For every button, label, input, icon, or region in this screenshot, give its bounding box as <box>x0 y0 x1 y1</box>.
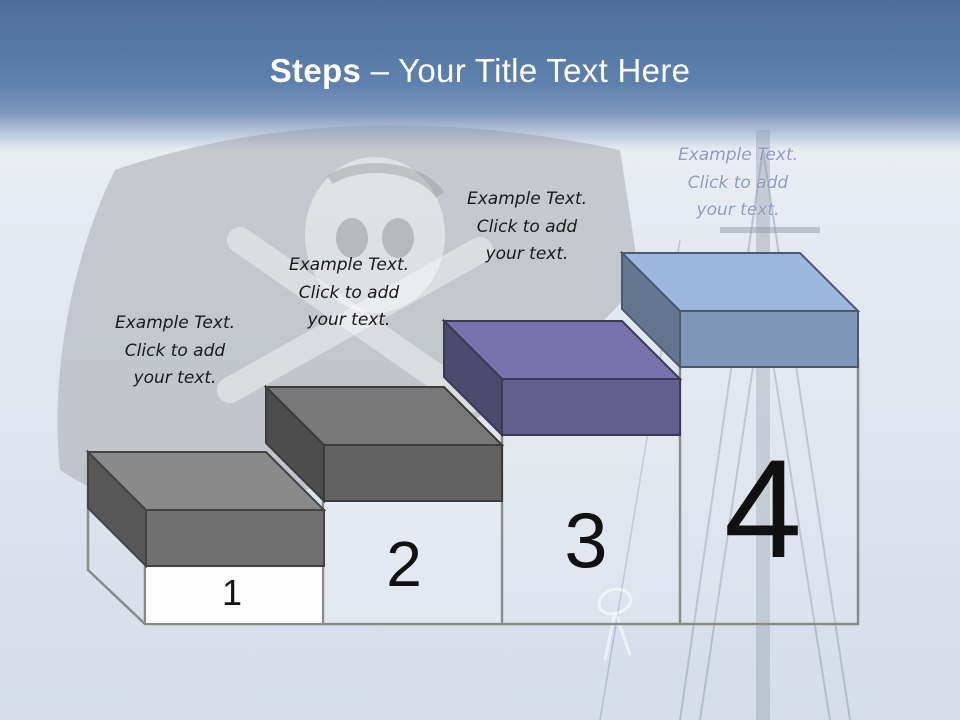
caption-line: Click to add <box>124 340 226 361</box>
step-1-number: 1 <box>222 572 242 613</box>
caption-line: Example Text. <box>114 313 236 333</box>
step-2-number: 2 <box>386 528 422 600</box>
step-faces <box>146 359 857 623</box>
block-front <box>145 509 325 567</box>
caption-line: Example Text. <box>466 189 588 209</box>
step-1-caption[interactable]: Example Text. Click to add your text. <box>100 310 250 393</box>
step-3-block[interactable] <box>441 318 683 438</box>
caption-line: your text. <box>307 310 391 330</box>
caption-line: Click to add <box>687 172 789 193</box>
step-3-caption[interactable]: Example Text. Click to add your text. <box>452 186 602 269</box>
step-2-caption[interactable]: Example Text. Click to add your text. <box>274 252 424 335</box>
step-3-number: 3 <box>564 496 607 584</box>
title-bold: Steps <box>269 52 362 89</box>
step-2-block[interactable] <box>263 384 505 504</box>
caption-line: Click to add <box>298 282 400 303</box>
step-4-block[interactable] <box>619 250 861 370</box>
caption-line: Click to add <box>476 216 578 237</box>
caption-line: your text. <box>133 368 217 388</box>
step-1-block[interactable] <box>85 449 327 569</box>
block-front <box>323 444 503 502</box>
caption-line: your text. <box>485 244 569 264</box>
title-rest: – Your Title Text Here <box>361 52 691 89</box>
caption-line: Example Text. <box>288 255 410 275</box>
step-4-number: 4 <box>724 430 802 587</box>
block-front <box>679 310 859 368</box>
caption-line: your text. <box>696 200 780 220</box>
title-bar: Steps – Your Title Text Here <box>0 0 960 150</box>
caption-line: Example Text. <box>677 145 799 165</box>
slide-title[interactable]: Steps – Your Title Text Here <box>0 52 960 90</box>
block-front <box>501 378 681 436</box>
step-4-caption[interactable]: Example Text. Click to add your text. <box>663 142 813 225</box>
